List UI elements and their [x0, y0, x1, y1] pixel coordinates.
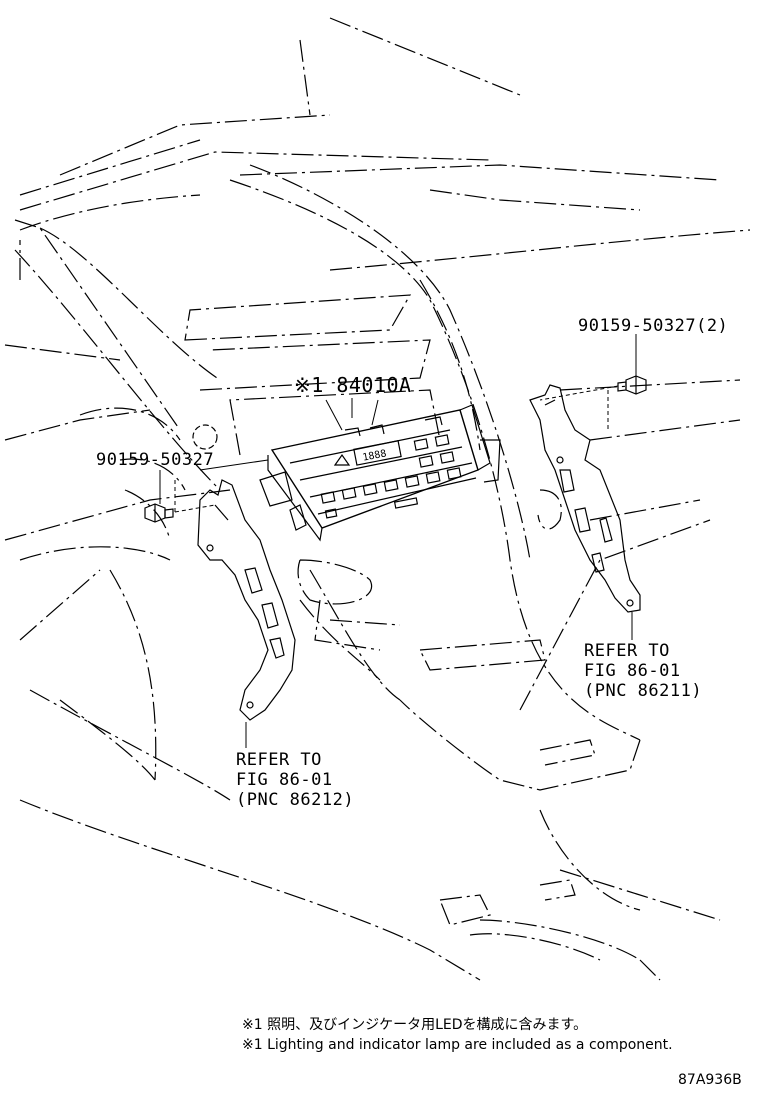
ref-left-line3: (PNC 86212) — [236, 790, 355, 810]
screw-left-icon — [144, 503, 174, 523]
figure-code: 87A936B — [678, 1072, 742, 1088]
panel-display-text: 1888 — [362, 448, 388, 463]
ref-right-line3: (PNC 86211) — [584, 681, 703, 701]
ref-left-line2: FIG 86-01 — [236, 770, 333, 790]
dashboard-outline — [4, 17, 751, 981]
leader-lines — [159, 334, 637, 748]
part-label-screw-left: 90159-50327 — [96, 450, 215, 470]
ref-right-line2: FIG 86-01 — [584, 661, 681, 681]
part-label-screw-right: 90159-50327(2) — [578, 316, 729, 336]
ref-left-line1: REFER TO — [236, 750, 322, 770]
climate-control-panel — [259, 404, 501, 542]
part-label-84010A: ※1 84010A — [294, 373, 412, 397]
alignment-lines — [174, 385, 619, 513]
ref-right-line1: REFER TO — [584, 641, 670, 661]
left-bracket — [197, 479, 296, 721]
note-english: ※1 Lighting and indicator lamp are inclu… — [242, 1037, 673, 1053]
dash-round-mount — [192, 424, 218, 450]
note-japanese: ※1 照明、及びインジケータ用LEDを構成に含みます。 — [242, 1017, 588, 1033]
right-bracket — [529, 384, 641, 613]
